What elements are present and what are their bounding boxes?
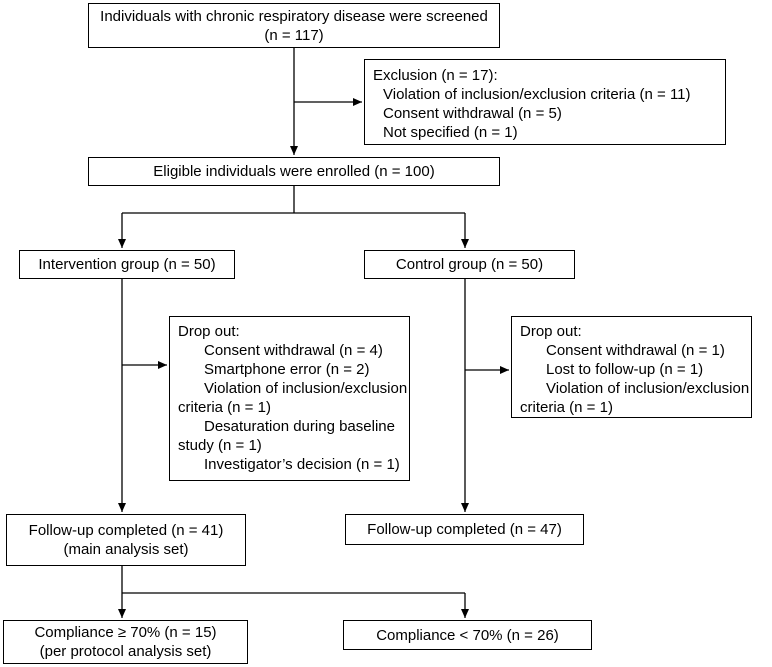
exclusion-box: Exclusion (n = 17): Violation of inclusi… xyxy=(364,59,726,145)
dropout-title: Drop out: xyxy=(178,323,240,340)
dropout-line: Violation of inclusion/exclusion xyxy=(546,380,750,397)
dropout-line: Consent withdrawal (n = 1) xyxy=(546,342,725,359)
dropout-control-box: Drop out: Consent withdrawal (n = 1) Los… xyxy=(511,316,752,418)
compliance-high-box: Compliance ≥ 70% (n = 15) (per protocol … xyxy=(3,620,248,664)
compliance-high-line2: (per protocol analysis set) xyxy=(39,643,212,660)
enrolled-text: Eligible individuals were enrolled (n = … xyxy=(153,163,435,180)
exclusion-item: Violation of inclusion/exclusion criteri… xyxy=(383,86,691,103)
exclusion-item: Consent withdrawal (n = 5) xyxy=(383,105,562,122)
exclusion-title: Exclusion (n = 17): xyxy=(373,67,498,84)
dropout-line: Smartphone error (n = 2) xyxy=(204,361,370,378)
exclusion-item: Not specified (n = 1) xyxy=(383,124,518,141)
enrolled-box: Eligible individuals were enrolled (n = … xyxy=(88,157,500,186)
dropout-line: Lost to follow-up (n = 1) xyxy=(546,361,704,378)
screened-box: Individuals with chronic respiratory dis… xyxy=(88,3,500,48)
dropout-line: Consent withdrawal (n = 4) xyxy=(204,342,383,359)
followup-control-box: Follow-up completed (n = 47) xyxy=(345,514,584,545)
dropout-line: Investigator’s decision (n = 1) xyxy=(204,456,400,473)
followup-intervention-line2: (main analysis set) xyxy=(63,541,189,558)
control-text: Control group (n = 50) xyxy=(395,256,544,273)
screened-line1: Individuals with chronic respiratory dis… xyxy=(100,7,488,25)
compliance-high-line1: Compliance ≥ 70% (n = 15) xyxy=(34,624,217,641)
dropout-line: study (n = 1) xyxy=(178,437,262,454)
dropout-line: criteria (n = 1) xyxy=(178,399,271,416)
compliance-low-box: Compliance < 70% (n = 26) xyxy=(343,620,592,650)
compliance-low-text: Compliance < 70% (n = 26) xyxy=(376,626,559,644)
intervention-group-box: Intervention group (n = 50) xyxy=(19,250,235,279)
dropout-line: Desaturation during baseline xyxy=(204,418,395,435)
dropout-line: criteria (n = 1) xyxy=(520,399,613,416)
control-group-box: Control group (n = 50) xyxy=(364,250,575,279)
dropout-line: Violation of inclusion/exclusion xyxy=(204,380,408,397)
screened-line2: (n = 117) xyxy=(264,26,324,44)
followup-intervention-line1: Follow-up completed (n = 41) xyxy=(28,522,224,539)
followup-intervention-box: Follow-up completed (n = 41) (main analy… xyxy=(6,514,246,566)
followup-control-text: Follow-up completed (n = 47) xyxy=(367,521,562,538)
dropout-title: Drop out: xyxy=(520,323,582,340)
intervention-text: Intervention group (n = 50) xyxy=(38,256,216,273)
dropout-intervention-box: Drop out: Consent withdrawal (n = 4) Sma… xyxy=(169,316,410,481)
